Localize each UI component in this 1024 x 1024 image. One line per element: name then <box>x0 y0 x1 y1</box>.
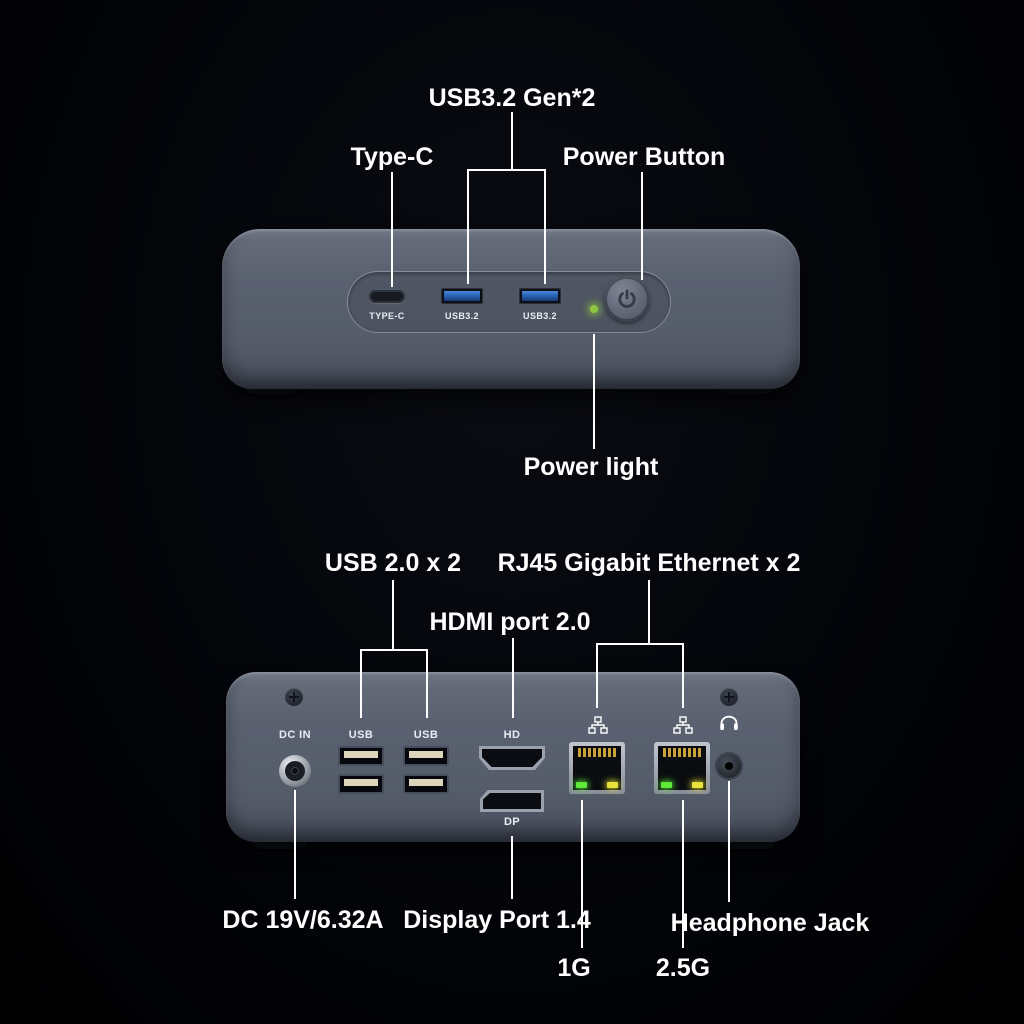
callout-power-button: Power Button <box>562 143 726 171</box>
power-icon <box>618 289 636 308</box>
usb2-port-1-tab <box>344 751 378 758</box>
device-foot <box>252 838 308 849</box>
usb2-port-3-tab <box>409 751 443 758</box>
callout-dc-power: DC 19V/6.32A <box>222 906 384 934</box>
power-button <box>604 276 650 322</box>
callout-usb32-gen2: USB3.2 Gen*2 <box>428 84 596 112</box>
headphone-jack-hole <box>725 762 733 770</box>
usb3-port-1-tongue <box>444 291 480 301</box>
screw-icon <box>720 688 738 706</box>
callout-type-c: Type-C <box>350 143 434 171</box>
type-c-port <box>369 290 405 303</box>
mini-pc-rear-panel: DC IN USB USB HD DP <box>226 672 800 842</box>
usb2-left-label: USB <box>348 729 374 741</box>
rj45-gold-pins <box>663 748 701 757</box>
rj45-port-2-5g-opening <box>658 746 706 790</box>
usb2-port-1 <box>338 746 384 766</box>
callout-lan-1g: 1G <box>557 954 591 982</box>
device-foot <box>720 838 776 849</box>
dc-in-port-label: DC IN <box>279 729 311 741</box>
callout-usb20: USB 2.0 x 2 <box>324 549 462 577</box>
dc-in-jack-pin <box>291 767 299 775</box>
power-light-led <box>590 305 598 313</box>
ethernet-icon <box>673 716 693 734</box>
usb2-right-label: USB <box>413 729 439 741</box>
headphone-jack <box>717 754 741 778</box>
rj45-port-1g-opening <box>573 746 621 790</box>
usb2-port-2-tab <box>344 779 378 786</box>
callout-power-light: Power light <box>523 453 659 481</box>
rj45-port-1g <box>569 742 625 794</box>
usb3-port-2-tongue <box>522 291 558 301</box>
headphone-icon <box>720 715 738 730</box>
rj45-led-green <box>576 782 587 788</box>
screw-icon <box>285 688 303 706</box>
hdmi-port-opening <box>482 749 542 767</box>
callout-display-port: Display Port 1.4 <box>403 906 591 934</box>
usb3-port-2 <box>519 288 561 304</box>
displayport-port <box>480 790 544 812</box>
rj45-led-yellow <box>607 782 618 788</box>
hdmi-port <box>479 746 545 770</box>
callout-headphone-jack: Headphone Jack <box>670 909 870 937</box>
ethernet-icon <box>588 716 608 734</box>
callout-lan-2-5g: 2.5G <box>655 954 711 982</box>
type-c-port-label: TYPE-C <box>369 311 405 321</box>
rj45-led-green <box>661 782 672 788</box>
callout-rj45-ethernet: RJ45 Gigabit Ethernet x 2 <box>497 549 801 577</box>
hdmi-port-label: HD <box>503 729 521 741</box>
rj45-gold-pins <box>578 748 616 757</box>
displayport-label: DP <box>503 816 521 828</box>
callout-hdmi: HDMI port 2.0 <box>429 608 591 636</box>
usb2-port-4 <box>403 774 449 794</box>
usb3-port-1-label: USB3.2 <box>445 311 479 321</box>
dc-in-jack <box>279 755 311 787</box>
usb2-port-4-tab <box>409 779 443 786</box>
usb2-port-2 <box>338 774 384 794</box>
usb3-port-2-label: USB3.2 <box>523 311 557 321</box>
rj45-port-2-5g <box>654 742 710 794</box>
displayport-opening <box>483 793 541 809</box>
mini-pc-front-panel: TYPE-C USB3.2 USB3.2 <box>222 229 800 389</box>
rj45-led-yellow <box>692 782 703 788</box>
usb3-port-1 <box>441 288 483 304</box>
usb2-port-3 <box>403 746 449 766</box>
